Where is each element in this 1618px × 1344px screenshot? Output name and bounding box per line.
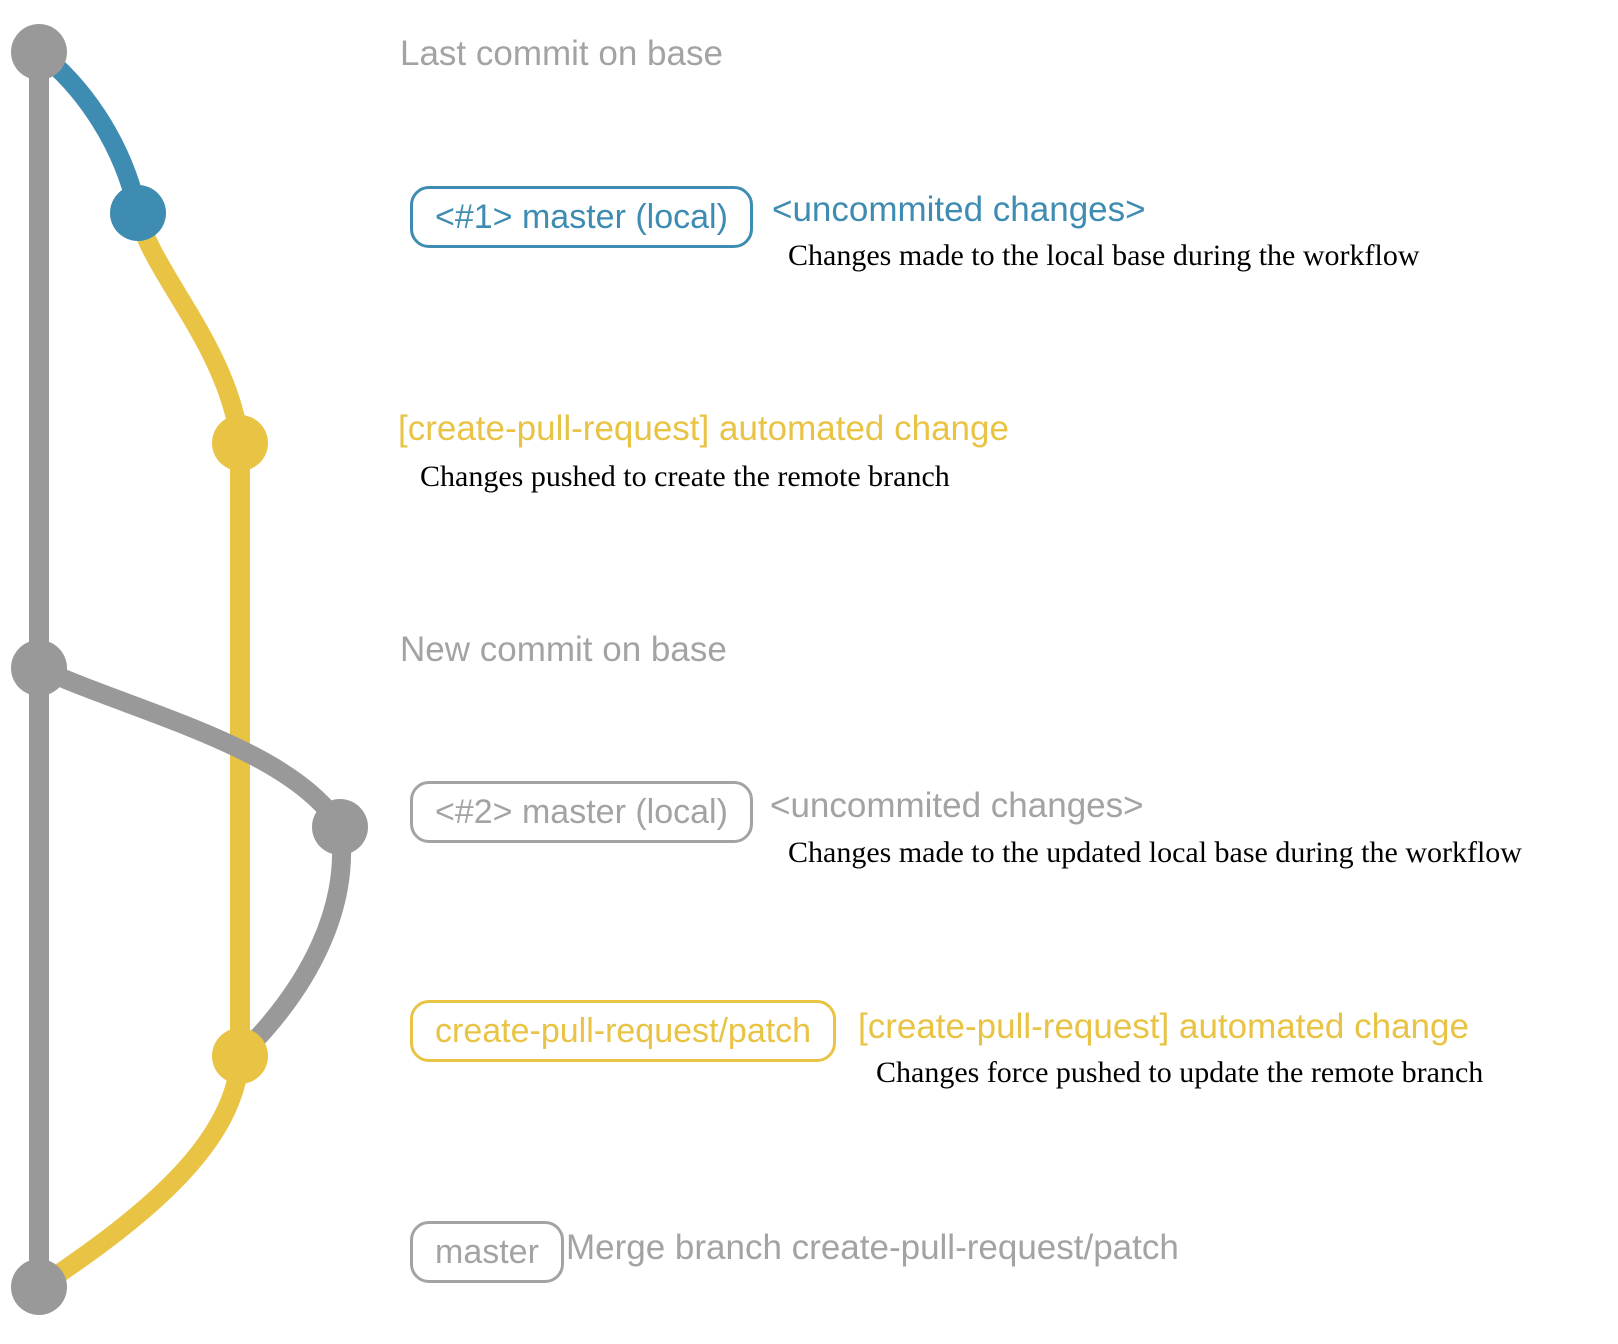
local-branch-curve-1 [33,44,148,216]
merge-branch-label: Merge branch create-pull-request/patch [566,1228,1179,1267]
commit-dot-merge [11,1259,67,1315]
patch-branch-curve-1 [128,210,250,445]
automated-change-label-1: [create-pull-request] automated change [398,409,1009,448]
merge-curve [33,1055,250,1295]
commit-dot-local-1 [110,185,166,241]
commit2-description: Changes made to the updated local base d… [788,836,1522,869]
new-commit-label: New commit on base [400,630,727,669]
commit-dot-last-base [11,24,67,80]
push2-description: Changes force pushed to update the remot… [876,1056,1484,1089]
push1-description: Changes pushed to create the remote bran… [420,460,950,493]
local-branch-curve-2 [35,659,349,833]
local-branch-curve-3 [233,825,352,1063]
commit-dot-patch-1 [212,415,268,471]
badge-master-local-1: <#1> master (local) [410,186,753,248]
uncommited-changes-label-1: <uncommited changes> [772,190,1146,229]
automated-change-label-2: [create-pull-request] automated change [858,1007,1469,1046]
badge-patch-branch: create-pull-request/patch [410,1000,837,1062]
commit1-description: Changes made to the local base during th… [788,239,1420,272]
commit-dot-patch-2 [212,1028,268,1084]
commit-dot-new-base [11,640,67,696]
badge-master: master [410,1221,564,1283]
uncommited-changes-label-2: <uncommited changes> [770,786,1144,825]
commit-dot-local-2 [312,799,368,855]
last-commit-label: Last commit on base [400,34,723,73]
badge-master-local-2: <#2> master (local) [410,781,753,843]
